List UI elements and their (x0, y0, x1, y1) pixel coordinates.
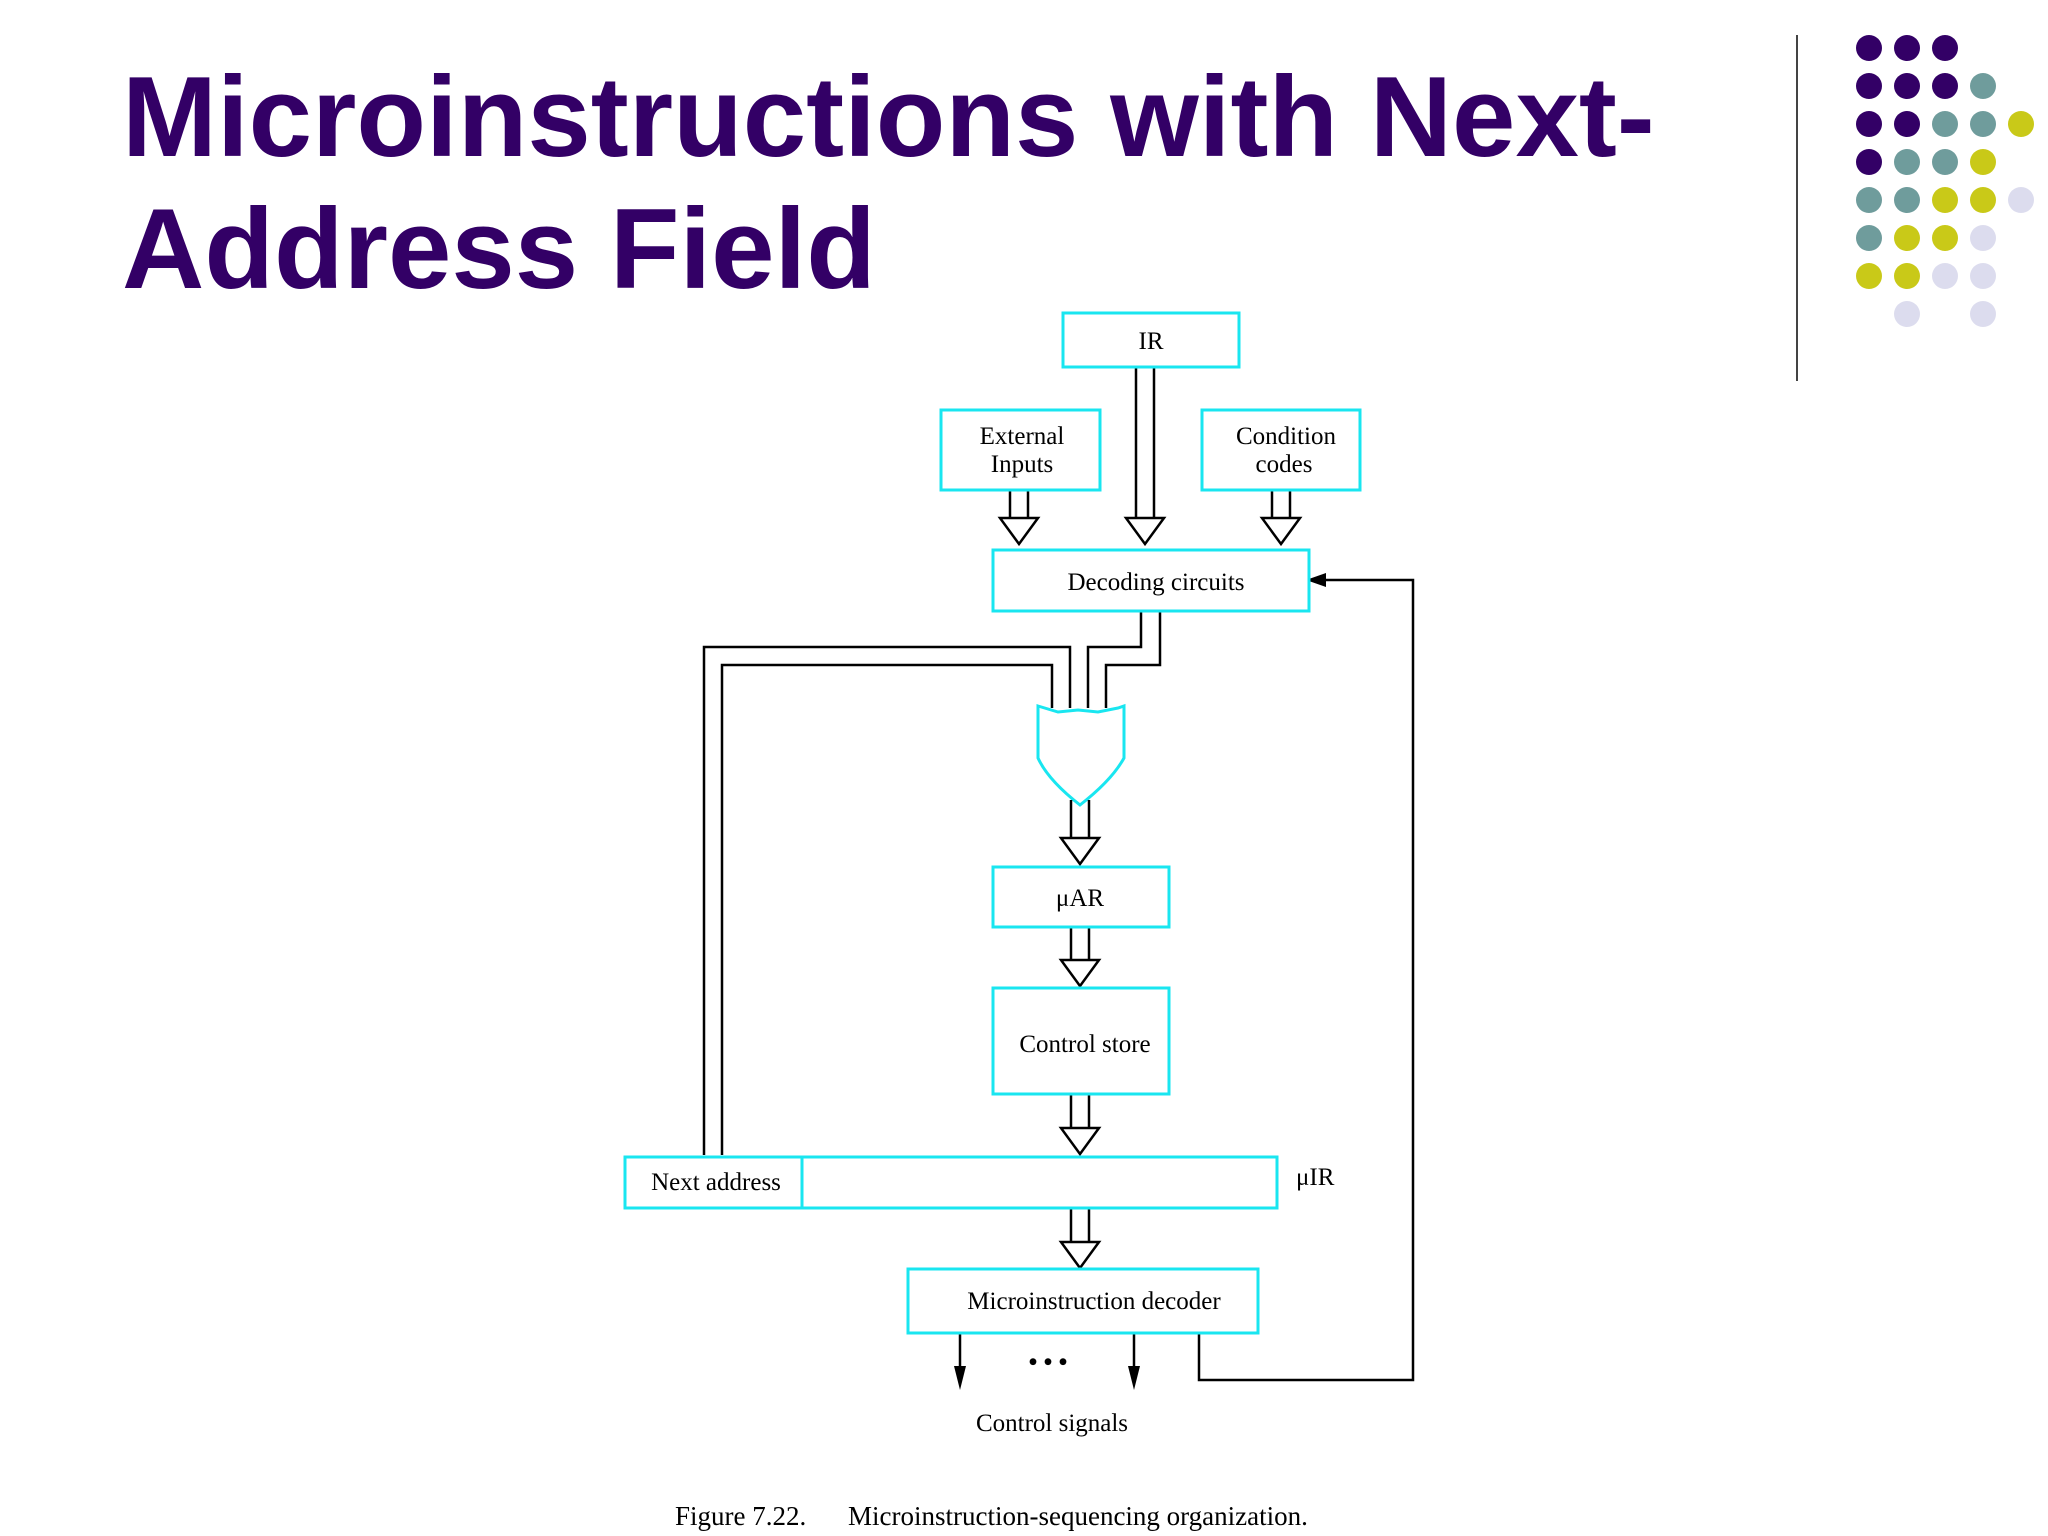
decorative-dot (1894, 263, 1920, 289)
decorative-dot (1856, 187, 1882, 213)
decorative-dot-grid (1856, 35, 2034, 327)
ir-bus (1123, 366, 1167, 547)
control-signals-label: Control signals (976, 1410, 1128, 1437)
decorative-dot (1894, 187, 1920, 213)
uir-to-decoder-bus (1058, 1205, 1102, 1271)
uar-box (991, 865, 1171, 929)
decorative-dot (1894, 73, 1920, 99)
decorative-dot (1856, 225, 1882, 251)
figure-caption: Microinstruction-sequencing organization… (848, 1501, 1308, 1531)
decorative-dot (1856, 73, 1882, 99)
condition-codes-label-2: codes (1256, 451, 1313, 478)
decorative-dot (1856, 263, 1882, 289)
or-to-uar-bus (1058, 800, 1102, 867)
decorative-dot (1856, 111, 1882, 137)
decorative-dot (1932, 263, 1958, 289)
feedback-wire (1197, 573, 1415, 1382)
control-store-label: Control store (1019, 1031, 1150, 1058)
uar-to-store-bus (1058, 928, 1102, 989)
store-to-uir-bus (1058, 1094, 1102, 1157)
decorative-divider (1796, 35, 1798, 381)
ir-label: IR (1139, 328, 1164, 355)
condition-codes-bus (1259, 486, 1303, 547)
external-inputs-box (939, 408, 1102, 492)
decorative-dot (1894, 301, 1920, 327)
slide-title: Microinstructions with Next- Address Fie… (122, 52, 1722, 316)
decoding-circuits-box (991, 548, 1311, 613)
decoding-output-bus (1086, 611, 1162, 708)
decorative-dot (1970, 187, 1996, 213)
next-address-bus (702, 645, 1072, 1155)
decorative-dot (1970, 73, 1996, 99)
decorative-dot (1970, 301, 1996, 327)
decorative-dot (1894, 35, 1920, 61)
decorative-dot (2008, 187, 2034, 213)
decorative-dot (1894, 111, 1920, 137)
slide-title-line-2: Address Field (122, 186, 876, 313)
decorative-dot (1856, 35, 1882, 61)
condition-codes-box (1200, 408, 1362, 492)
slide-title-line-1: Microinstructions with Next- (122, 54, 1655, 181)
decoding-circuits-label: Decoding circuits (1067, 569, 1244, 596)
external-inputs-label-2: Inputs (991, 451, 1054, 478)
external-inputs-bus (997, 486, 1041, 547)
decorative-dot (1932, 111, 1958, 137)
microinstruction-decoder-label: Microinstruction decoder (967, 1288, 1221, 1315)
figure-number: Figure 7.22. (675, 1501, 806, 1531)
decorative-dot (1932, 187, 1958, 213)
uir-register-box (623, 1155, 1279, 1210)
decorative-dot (1970, 111, 1996, 137)
decorative-dot (1894, 225, 1920, 251)
decorative-dot (1970, 149, 1996, 175)
control-signal-arrows (954, 1334, 1140, 1390)
decorative-dot (2008, 111, 2034, 137)
decorative-dot (1970, 263, 1996, 289)
next-address-label: Next address (651, 1169, 781, 1196)
decorative-dot (1932, 35, 1958, 61)
condition-codes-label-1: Condition (1236, 423, 1337, 450)
decorative-dot (1932, 149, 1958, 175)
control-store-box (991, 986, 1171, 1096)
uir-label: μIR (1296, 1164, 1335, 1191)
external-inputs-label-1: External (980, 423, 1065, 450)
control-signals-ellipsis: • • • (1029, 1349, 1068, 1376)
decorative-dot (1932, 73, 1958, 99)
uar-label: μAR (1056, 885, 1104, 912)
decorative-dot (1856, 149, 1882, 175)
decorative-dot (1970, 225, 1996, 251)
or-gate (1036, 703, 1126, 807)
decorative-dot (1894, 149, 1920, 175)
ir-box (1061, 311, 1241, 369)
microinstruction-decoder-box (906, 1267, 1260, 1335)
decorative-dot (1932, 225, 1958, 251)
